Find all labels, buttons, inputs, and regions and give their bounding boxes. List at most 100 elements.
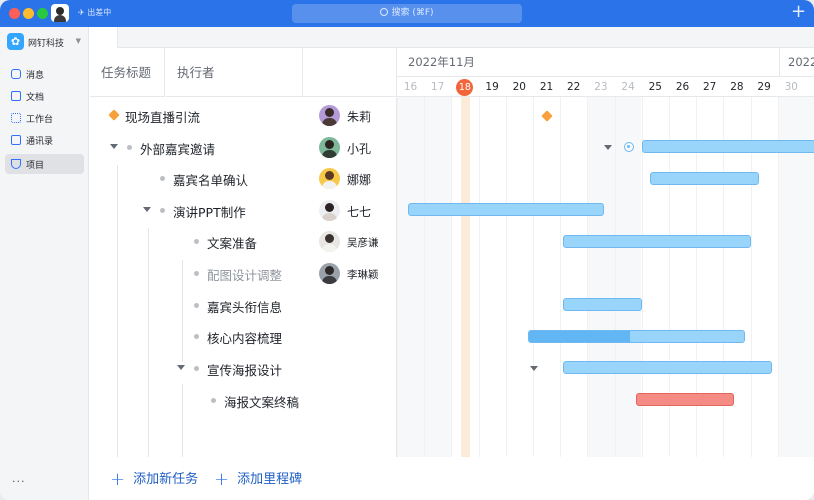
sidebar-item-workbench[interactable]: 工作台 [5,108,84,128]
day-label[interactable]: 27 [703,81,717,93]
grid-line [614,97,616,493]
plus-icon[interactable]: + [791,1,807,22]
day-label[interactable]: 18 [451,77,478,97]
document-icon [11,91,21,101]
sidebar-item-label: 工作台 [26,115,54,125]
task-title: 嘉宾头衔信息 [207,300,283,315]
gantt-bar[interactable] [562,361,773,375]
day-label[interactable]: 30 [784,81,798,93]
sidebar-item-label: 文档 [26,93,45,103]
chevron-down-icon: ▼ [75,37,81,45]
day-label[interactable]: 21 [539,81,554,93]
day-label[interactable]: 23 [594,81,608,93]
message-icon [11,69,21,79]
gantt-bar[interactable] [527,329,746,343]
grid-line [478,97,480,493]
sidebar-item-docs[interactable]: 文档 [5,86,84,106]
add-milestone-button[interactable]: +添加里程碑 [214,468,302,490]
assignee-cell[interactable]: 朱莉 [303,100,396,131]
gantt-bar-progress [528,330,630,342]
grid-line [505,97,507,493]
gantt-bar[interactable] [641,140,814,154]
gantt-bar[interactable] [562,298,642,312]
avatar [319,200,340,221]
milestone-marker[interactable] [540,109,553,122]
search-placeholder: 搜索 (⌘F) [391,8,434,18]
day-label[interactable]: 20 [512,81,526,93]
chevron-down-icon[interactable] [529,366,538,372]
user-avatar[interactable] [51,4,69,22]
assignee-cell[interactable]: 七七 [303,195,396,226]
sidebar-item-contacts[interactable]: 通讯录 [5,130,84,150]
day-label[interactable]: 28 [730,81,744,93]
gantt-bar[interactable] [562,234,751,248]
day-label[interactable]: 24 [621,81,635,93]
status-text[interactable]: ✈︎ 出差中 [78,7,111,18]
close-window-button[interactable] [9,8,20,19]
task-row[interactable]: 配图设计调整 [90,258,303,289]
task-title: 现场直播引流 [125,110,201,125]
org-switcher[interactable]: ✿ 网钉科技 ▼ [7,33,85,51]
assignee-cell[interactable]: 李琳颖 [303,258,396,289]
day-label[interactable]: 25 [648,81,662,93]
chevron-down-icon[interactable] [143,207,151,212]
assignee-name: 小孔 [347,142,372,156]
tab-strip [90,27,814,48]
avatar [319,168,340,189]
sidebar-item-label: 消息 [26,71,45,81]
day-label[interactable]: 16 [403,81,418,93]
grid-line [669,97,670,493]
grid-line [750,97,752,493]
column-header-task[interactable]: 任务标题 [90,48,165,97]
gantt-bar[interactable] [649,171,759,185]
sidebar-item-messages[interactable]: 消息 [5,64,84,84]
gantt-bar[interactable] [636,392,735,406]
task-row[interactable]: 核心内容梳理 [90,321,303,352]
tree-guide-line [148,228,149,457]
task-title: 外部嘉宾邀请 [140,142,216,157]
weekend-shading [587,97,642,493]
assignee-cell[interactable]: 娜娜 [303,163,396,194]
assignee-cell[interactable]: 吴彦谦 [303,226,396,257]
task-row[interactable]: 宣传海报设计 [90,353,303,384]
task-row[interactable]: 海报文案终稿 [90,385,303,416]
task-row[interactable]: 外部嘉宾邀请 [90,132,303,163]
task-row[interactable]: 演讲PPT制作 [90,195,303,226]
chevron-down-icon[interactable] [110,144,118,149]
day-label[interactable]: 22 [567,81,581,93]
more-button[interactable]: ··· [12,475,26,488]
bullet-icon [211,398,216,403]
tree-guide-line [182,260,183,362]
day-label[interactable]: 29 [757,81,771,93]
day-label[interactable]: 19 [485,81,499,93]
day-label[interactable]: 17 [431,81,445,93]
target-icon[interactable] [623,142,634,153]
sidebar: ✿ 网钉科技 ▼ 消息 文档 工作台 通讯录 项目 ··· [0,27,89,500]
main-content: 任务标题 执行者 现场直播引流 外部嘉宾邀请 嘉宾名单确认 演讲PPT制作 [90,27,814,500]
assignee-cell[interactable]: 小孔 [303,132,396,163]
bullet-icon [194,271,199,276]
task-row[interactable]: 嘉宾名单确认 [90,163,303,194]
today-highlight [461,97,470,493]
sidebar-item-projects[interactable]: 项目 [5,154,84,174]
task-row[interactable]: 文案准备 [90,226,303,257]
gantt-bar[interactable] [407,203,604,217]
minimize-window-button[interactable] [23,8,34,19]
chevron-down-icon[interactable] [177,365,185,370]
project-icon [11,159,21,169]
sidebar-item-label: 通讯录 [26,137,54,147]
task-row[interactable]: 现场直播引流 [90,100,303,131]
search-input[interactable]: 搜索 (⌘F) [292,4,522,23]
tab-active[interactable] [90,27,118,48]
column-header-assignee[interactable]: 执行者 [166,48,303,97]
day-label[interactable]: 26 [675,81,690,93]
chevron-down-icon[interactable] [603,145,612,151]
task-row[interactable]: 嘉宾头衔信息 [90,290,303,321]
add-task-button[interactable]: +添加新任务 [110,468,198,490]
assignee-name: 娜娜 [347,173,372,187]
zoom-window-button[interactable] [37,8,48,19]
task-title: 文案准备 [207,236,258,251]
month-divider [779,48,780,76]
bullet-icon [160,208,165,213]
